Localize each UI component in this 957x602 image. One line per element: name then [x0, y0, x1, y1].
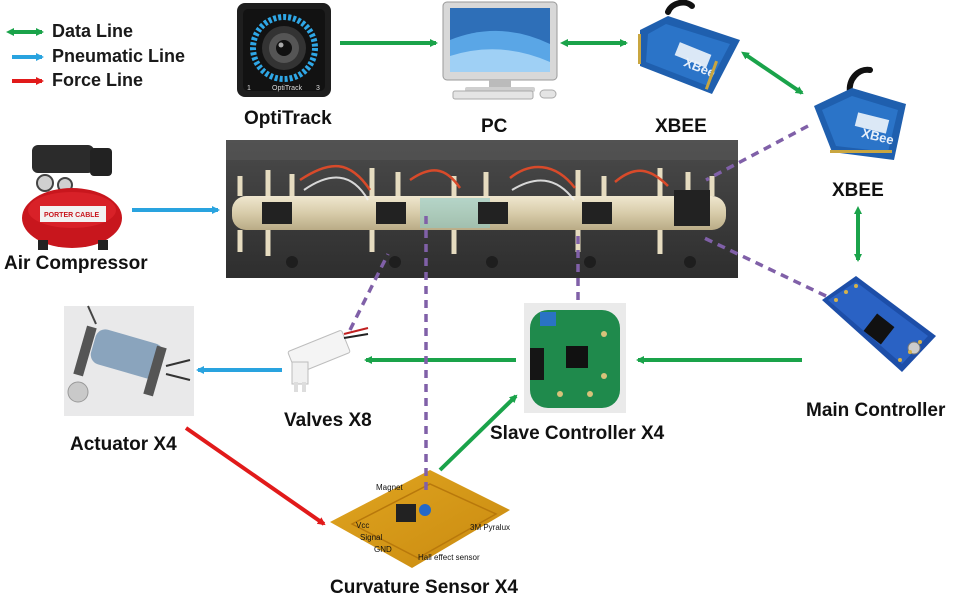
- xbee-top-image: XBee: [638, 0, 740, 94]
- sensor-pyralux-label: 3M Pyralux: [470, 523, 510, 532]
- pc-label: PC: [481, 116, 508, 137]
- pneumatic-lines: [132, 206, 282, 374]
- main-controller-label: Main Controller: [806, 400, 946, 421]
- data-lines: [340, 39, 862, 472]
- legend: [6, 28, 44, 85]
- sensor-magnet-label: Magnet: [376, 483, 403, 492]
- curvature-sensor-label: Curvature Sensor X4: [330, 577, 518, 598]
- xbee-top-label: XBEE: [655, 116, 707, 137]
- slave-controller-label: Slave Controller X4: [490, 423, 665, 444]
- slave-controller-image: [524, 303, 626, 413]
- sensor-gnd-label: GND: [374, 545, 392, 554]
- legend-pneumatic-label: Pneumatic Line: [52, 46, 186, 66]
- data-line-sensor-slave: [438, 394, 518, 472]
- sensor-hall-label: Hall effect sensor: [418, 553, 480, 562]
- force-line-actuator-sensor: [184, 426, 326, 526]
- xbee-right-image: XBee: [814, 66, 906, 160]
- optitrack-label: OptiTrack: [244, 108, 332, 129]
- sensor-signal-label: Signal: [360, 533, 382, 542]
- actuator-label: Actuator X4: [70, 434, 177, 455]
- pc-image: [442, 1, 558, 100]
- data-line-xbee-xbee: [741, 51, 804, 95]
- dashed-links: [348, 124, 827, 490]
- xbee-right-label: XBEE: [832, 180, 884, 201]
- dashed-link-main-robot: [699, 234, 827, 298]
- optitrack-right-number: 3: [316, 85, 320, 92]
- optitrack-brand-text: OptiTrack: [272, 85, 303, 92]
- legend-data-label: Data Line: [52, 21, 134, 41]
- optitrack-image: 1 OptiTrack 3: [237, 3, 331, 97]
- legend-force-label: Force Line: [52, 70, 144, 90]
- air-compressor-label: Air Compressor: [4, 253, 148, 274]
- compressor-brand-text: PORTER CABLE: [44, 212, 100, 219]
- air-compressor-image: PORTER CABLE: [22, 145, 122, 250]
- main-controller-image: [822, 276, 936, 372]
- sensor-vcc-label: Vcc: [356, 521, 369, 530]
- valve-image: [287, 327, 369, 392]
- robot-photo: [226, 140, 738, 278]
- valves-label: Valves X8: [284, 410, 372, 431]
- optitrack-left-number: 1: [247, 85, 251, 92]
- curvature-sensor-image: Magnet 3M Pyralux Hall effect sensor Vcc…: [330, 470, 510, 568]
- dashed-link-valve-robot: [348, 253, 390, 331]
- dashed-link-xbee-robot: [705, 124, 809, 182]
- actuator-image: [64, 305, 194, 416]
